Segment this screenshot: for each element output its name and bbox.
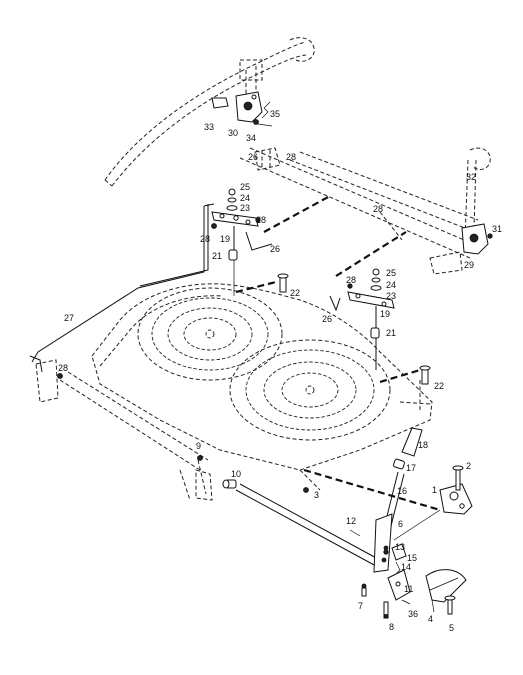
label-35: 35 — [270, 109, 280, 119]
label-25-left: 25 — [240, 182, 250, 192]
label-14: 14 — [401, 562, 411, 572]
label-32: 32 — [466, 172, 476, 182]
label-15: 15 — [407, 553, 417, 563]
small-hardware — [303, 487, 388, 619]
label-4: 4 — [428, 614, 433, 624]
label-26-left: 26 — [270, 244, 280, 254]
label-29: 29 — [464, 260, 474, 270]
label-30: 30 — [228, 128, 238, 138]
label-11: 11 — [404, 584, 413, 594]
label-22-lower: 22 — [434, 381, 444, 391]
mower-deck — [59, 283, 433, 501]
label-23-left: 23 — [240, 203, 250, 213]
label-31: 31 — [492, 224, 502, 234]
label-22-upper: 22 — [290, 288, 300, 298]
bolt-22-group — [277, 273, 431, 385]
label-10: 10 — [231, 469, 241, 479]
label-18: 18 — [418, 440, 428, 450]
frame-rail-top — [104, 37, 315, 187]
link-plate-left — [211, 188, 273, 261]
label-6: 6 — [398, 519, 403, 529]
label-24-right: 24 — [386, 280, 396, 290]
label-2: 2 — [466, 461, 471, 471]
bracket-upper-assembly — [211, 91, 273, 127]
label-19-left: 19 — [220, 234, 230, 244]
label-16: 16 — [397, 486, 407, 496]
label-23-right: 23 — [386, 291, 396, 301]
lift-rod-left — [29, 203, 215, 373]
quadrant-plate — [425, 569, 467, 615]
label-17: 17 — [406, 463, 416, 473]
cross-shaft — [195, 455, 381, 567]
label-28-right-plate: 28 — [346, 275, 356, 285]
label-27: 27 — [64, 313, 74, 323]
frame-rail-rear — [239, 147, 491, 275]
label-21-right: 21 — [386, 328, 396, 338]
label-19-right: 19 — [380, 309, 390, 319]
latch-assembly — [361, 543, 411, 619]
label-28-rear: 28 — [373, 204, 383, 214]
label-33: 33 — [204, 122, 214, 132]
bracket-29 — [461, 223, 493, 255]
label-25-right: 25 — [386, 268, 396, 278]
label-7: 7 — [358, 601, 363, 611]
label-26-right: 26 — [322, 314, 332, 324]
label-1: 1 — [432, 485, 437, 495]
label-28-left-plate: 28 — [200, 234, 210, 244]
pivot-plate-1 — [393, 465, 473, 541]
label-28-left-plate-b: 28 — [256, 215, 266, 225]
link-plate-right — [329, 268, 395, 370]
label-28-top: 28 — [286, 152, 296, 162]
label-26-top: 26 — [248, 152, 258, 162]
label-3: 3 — [314, 490, 319, 500]
label-13: 13 — [395, 542, 405, 552]
pivot-left — [35, 359, 63, 403]
connector-lines — [233, 195, 441, 512]
label-34: 34 — [246, 133, 256, 143]
label-9: 9 — [196, 441, 201, 451]
lift-handle — [373, 427, 423, 573]
label-21-left: 21 — [212, 251, 222, 261]
label-24-left: 24 — [240, 193, 250, 203]
label-5: 5 — [449, 623, 454, 633]
label-28-pivot: 28 — [58, 363, 68, 373]
label-12: 12 — [346, 516, 356, 526]
part-labels: 1 2 3 4 5 6 7 8 9 10 11 12 13 14 15 16 1… — [58, 109, 502, 633]
label-36: 36 — [408, 609, 418, 619]
label-8: 8 — [389, 622, 394, 632]
